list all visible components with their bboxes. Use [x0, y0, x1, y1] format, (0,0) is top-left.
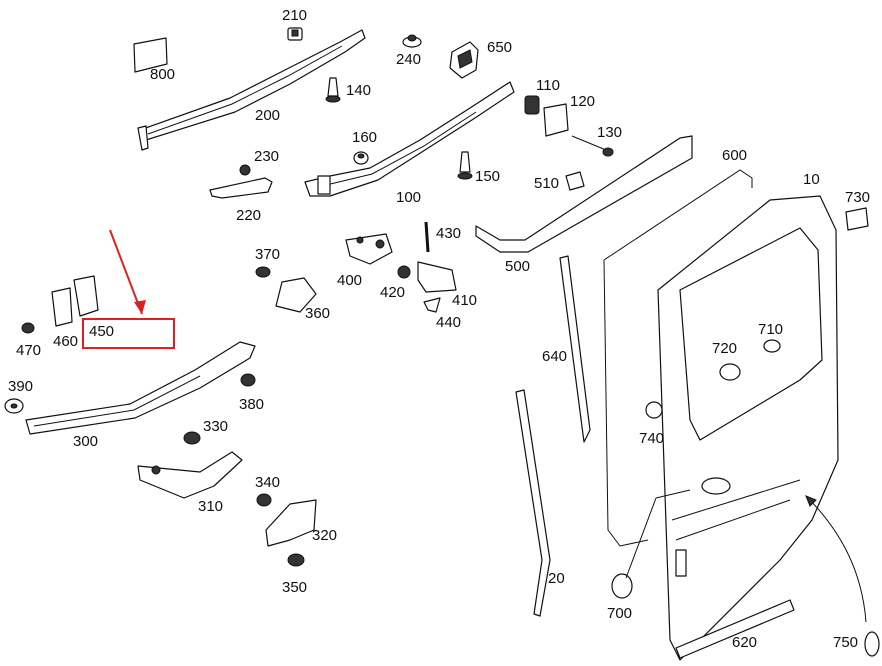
label-150: 150 [475, 168, 500, 185]
part-370-screw [255, 266, 271, 278]
part-330-screw [183, 431, 201, 445]
label-800: 800 [150, 66, 175, 83]
part-740-clip [645, 401, 663, 419]
label-470: 470 [16, 342, 41, 359]
label-210: 210 [282, 7, 307, 24]
part-390-washer [4, 398, 24, 414]
label-510: 510 [534, 175, 559, 192]
label-10: 10 [803, 171, 820, 188]
part-210-clip [287, 27, 303, 41]
part-800-plate [133, 37, 168, 73]
part-440-clip [423, 297, 441, 313]
label-410: 410 [452, 292, 477, 309]
part-20-strip [515, 389, 551, 617]
label-500: 500 [505, 258, 530, 275]
label-730: 730 [845, 189, 870, 206]
label-160: 160 [352, 129, 377, 146]
part-350-screw [287, 553, 305, 567]
part-460-hinge [51, 275, 99, 327]
label-230: 230 [254, 148, 279, 165]
label-700: 700 [607, 605, 632, 622]
part-600-weatherstrip [603, 169, 753, 547]
label-340: 340 [255, 474, 280, 491]
part-620-strip [675, 599, 795, 659]
part-400-lock [345, 233, 393, 265]
label-300: 300 [73, 433, 98, 450]
part-230-screw [239, 164, 251, 176]
part-240-grommet [402, 34, 422, 48]
label-640: 640 [542, 348, 567, 365]
label-400: 400 [337, 272, 362, 289]
label-650: 650 [487, 39, 512, 56]
part-320-bracket [265, 499, 317, 547]
part-200-upper-rail [137, 29, 366, 151]
label-450: 450 [89, 323, 114, 340]
label-350: 350 [282, 579, 307, 596]
part-420-screw [397, 265, 411, 279]
label-440: 440 [436, 314, 461, 331]
label-110: 110 [536, 77, 560, 94]
part-510-catch [565, 171, 585, 191]
part-300-lower-rail [25, 341, 256, 435]
part-410-bracket [417, 261, 457, 293]
label-360: 360 [305, 305, 330, 322]
label-220: 220 [236, 207, 261, 224]
label-740: 740 [639, 430, 664, 447]
label-750: 750 [833, 634, 858, 651]
part-360-bracket [275, 277, 317, 313]
part-150-screw [457, 151, 473, 180]
label-20: 20 [548, 570, 565, 587]
label-120: 120 [570, 93, 595, 110]
label-430: 430 [436, 225, 461, 242]
part-220-bracket [209, 177, 273, 199]
part-730-pad [845, 207, 869, 231]
label-140: 140 [346, 82, 371, 99]
label-330: 330 [203, 418, 228, 435]
part-110-bumper [524, 95, 540, 115]
part-500-lower-rail [475, 135, 693, 253]
label-320: 320 [312, 527, 337, 544]
part-140-screw [325, 77, 341, 103]
part-650-catch [449, 41, 479, 79]
label-380: 380 [239, 396, 264, 413]
part-160-grommet [353, 151, 369, 165]
part-10-door [657, 195, 839, 661]
label-720: 720 [712, 340, 737, 357]
part-470-screw [21, 322, 35, 334]
part-430-pin [424, 221, 430, 253]
label-370: 370 [255, 246, 280, 263]
part-380-screw [240, 373, 256, 387]
highlight-box-450[interactable] [82, 318, 175, 349]
label-390: 390 [8, 378, 33, 395]
label-130: 130 [597, 124, 622, 141]
part-710-grommet [763, 339, 781, 353]
label-200: 200 [255, 107, 280, 124]
part-100-center-rail [304, 81, 515, 197]
part-310-hinge [137, 451, 243, 499]
part-340-screw [256, 493, 272, 507]
highlight-arrow [109, 229, 146, 315]
label-310: 310 [198, 498, 223, 515]
label-240: 240 [396, 51, 421, 68]
label-620: 620 [732, 634, 757, 651]
part-130-bolt [571, 135, 614, 157]
part-750-plug [805, 495, 880, 657]
part-120-plate [543, 103, 569, 137]
label-100: 100 [396, 189, 421, 206]
label-460: 460 [53, 333, 78, 350]
part-720-grommet [719, 363, 741, 381]
label-600: 600 [722, 147, 747, 164]
part-640-strip [559, 255, 591, 443]
label-420: 420 [380, 284, 405, 301]
label-710: 710 [758, 321, 783, 338]
part-700-plug [611, 489, 691, 599]
